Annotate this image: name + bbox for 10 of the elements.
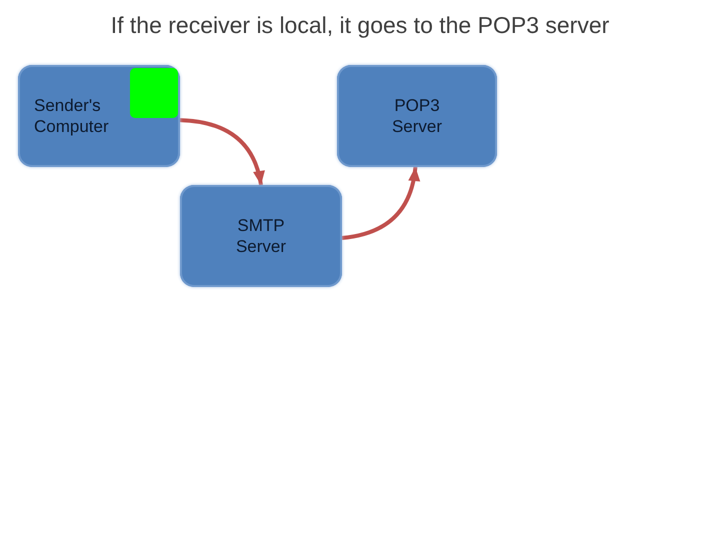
curved-arrow <box>342 166 420 240</box>
curved-arrow <box>180 118 264 186</box>
node-label: POP3 Server <box>390 95 444 137</box>
marker-tile <box>130 68 178 118</box>
node-label: Sender's Computer <box>34 95 110 137</box>
process-box <box>18 65 180 167</box>
node-label: SMTP Server <box>234 215 288 257</box>
process-box <box>180 185 342 287</box>
process-box <box>337 65 497 167</box>
slide-title: If the receiver is local, it goes to the POP3 server <box>110 11 610 40</box>
